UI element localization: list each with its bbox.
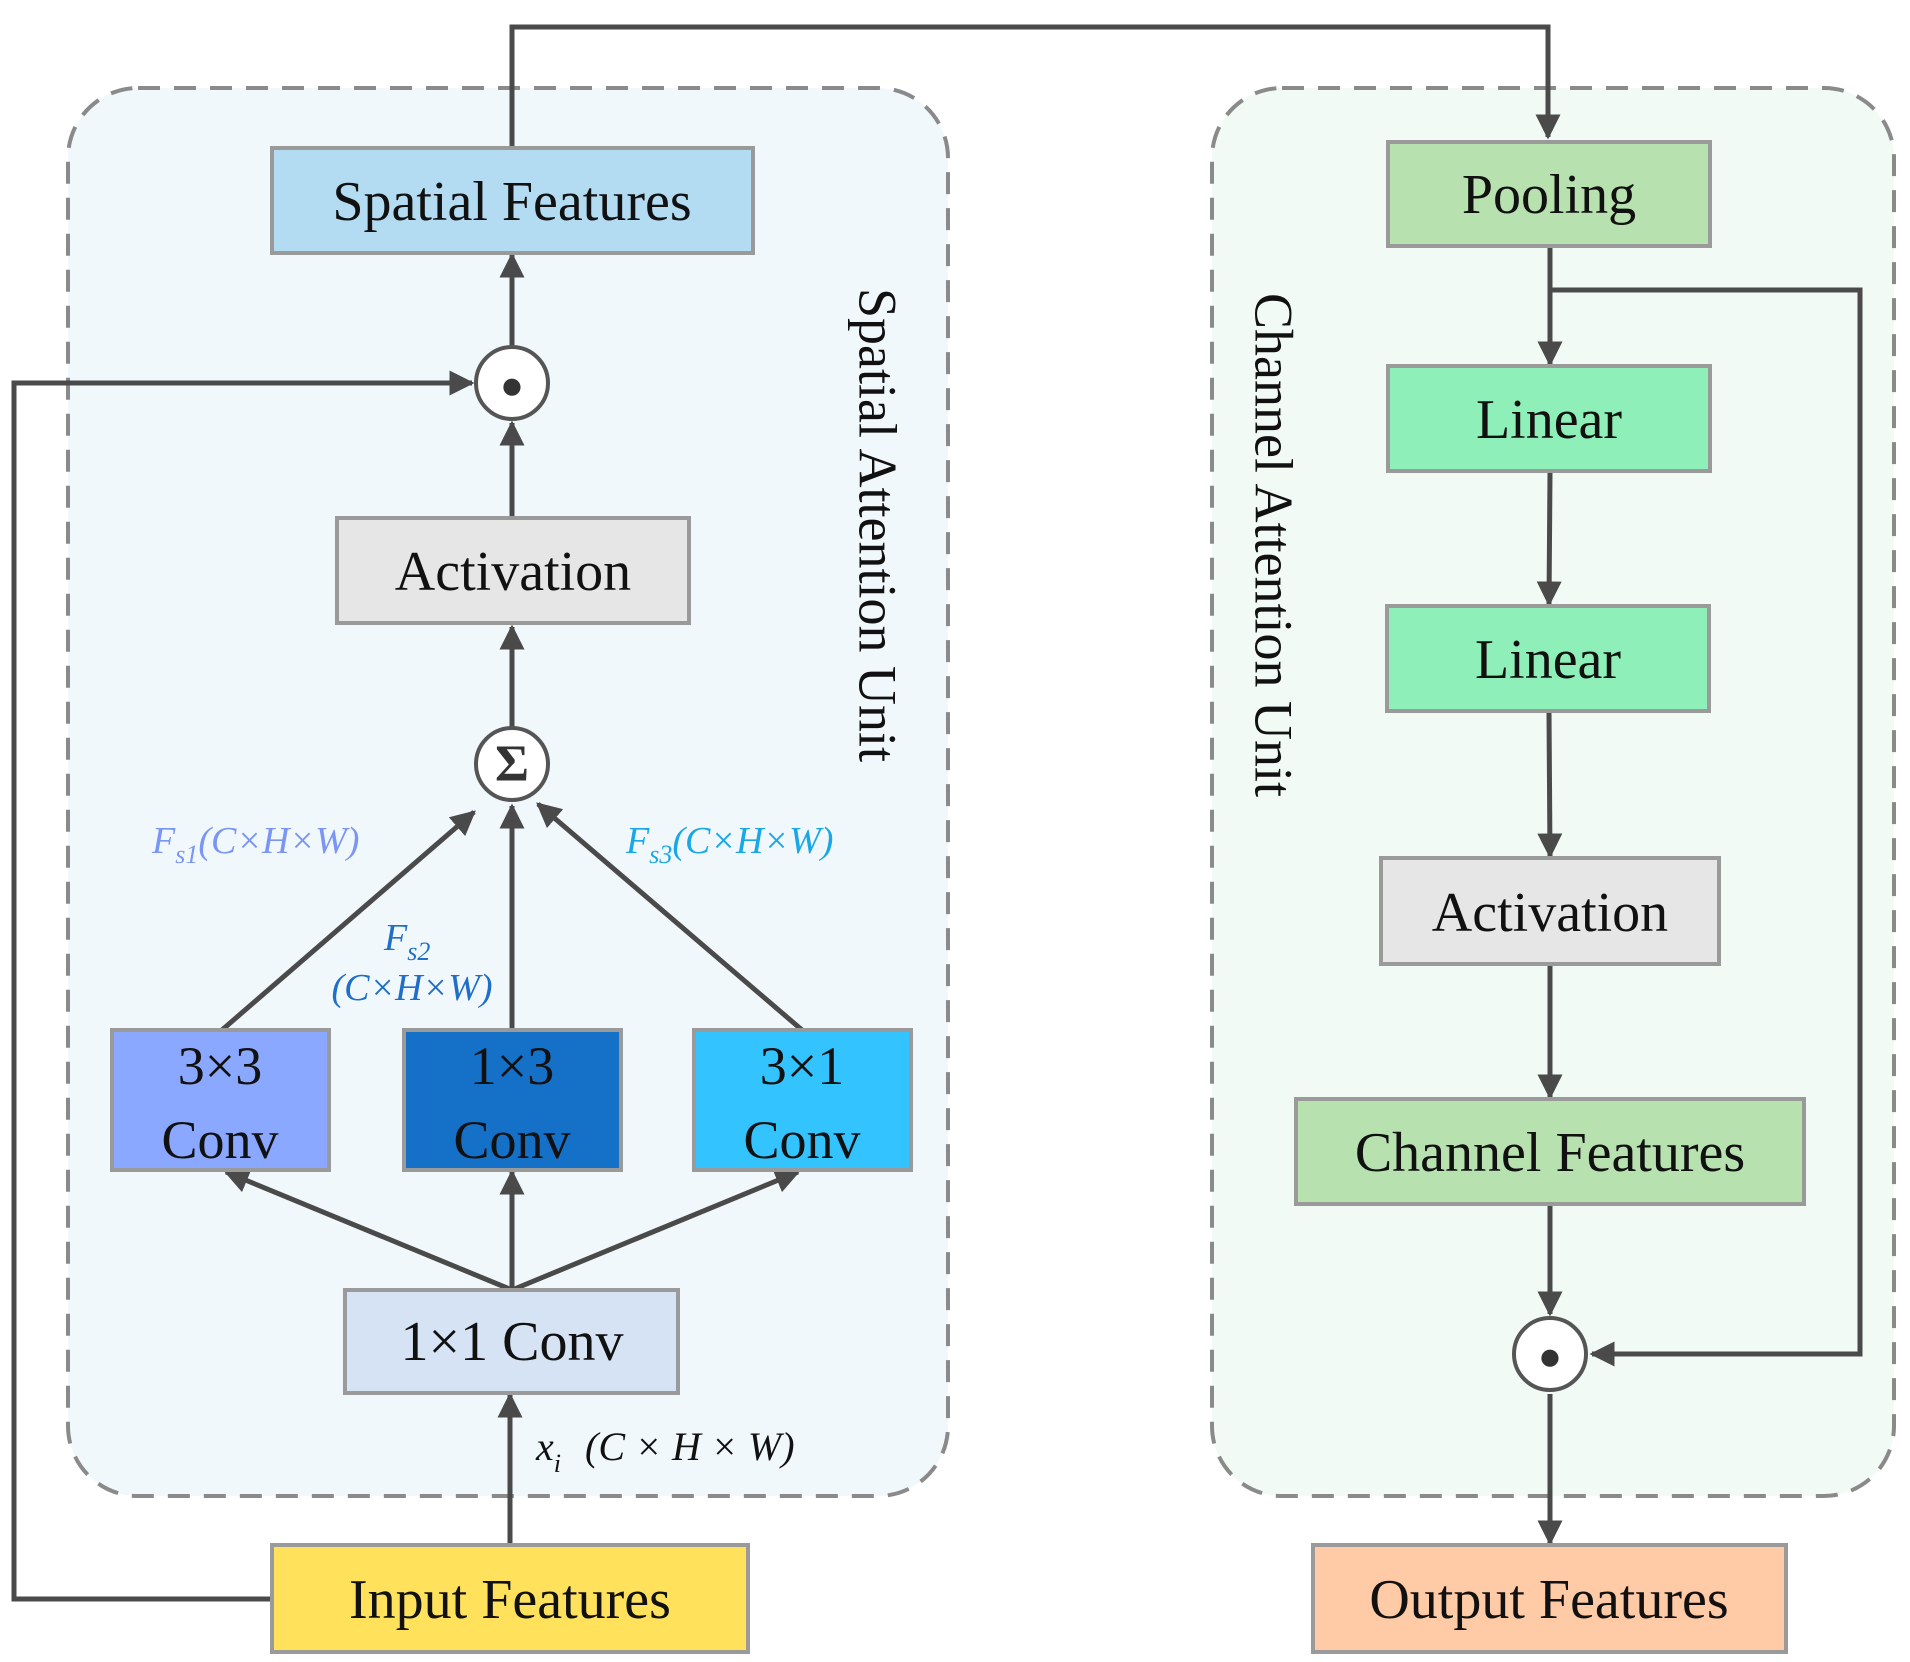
arrow-pooling-to-channel-multiply bbox=[1550, 287, 1863, 1367]
fs1-dims: (C×H×W) bbox=[198, 820, 359, 862]
linear2-box bbox=[1385, 604, 1711, 713]
pooling-node: Pooling bbox=[1386, 140, 1712, 248]
conv1x1-node: 1×1 Conv bbox=[343, 1288, 680, 1395]
xi-label: xi (C × H × W) bbox=[535, 1424, 795, 1478]
arrow-linear2-to-activation bbox=[1537, 712, 1563, 859]
input-features-label: Input Features bbox=[349, 1569, 671, 1631]
spatial-features-node: Spatial Features bbox=[270, 146, 755, 255]
xi-sub: i bbox=[554, 1449, 561, 1478]
fs3-label: Fs3(C×H×W) bbox=[625, 820, 833, 869]
fs2-sub: s2 bbox=[407, 937, 430, 966]
linear1-label: Linear bbox=[1476, 389, 1622, 451]
channel-features-node: Channel Features bbox=[1294, 1097, 1806, 1206]
conv3x3-node: 3×3 Conv bbox=[110, 1028, 331, 1172]
conv1x1-box bbox=[343, 1288, 680, 1395]
output-features-node: Output Features bbox=[1311, 1543, 1788, 1654]
linear1-box bbox=[1386, 364, 1712, 473]
conv3x3-line1: 3×3 bbox=[178, 1036, 262, 1096]
arrow-conv1x1-to-conv3x3 bbox=[223, 1169, 513, 1293]
spatial-multiply-symbol: ● bbox=[500, 363, 524, 408]
fs2-dims: (C×H×W) bbox=[331, 967, 492, 1009]
channel-features-label: Channel Features bbox=[1355, 1122, 1745, 1184]
input-features-box bbox=[270, 1543, 750, 1654]
spatial-activation-node: Activation bbox=[335, 516, 691, 625]
channel-activation-box bbox=[1379, 856, 1721, 966]
pooling-label: Pooling bbox=[1462, 164, 1636, 226]
channel-multiply-symbol: ● bbox=[1538, 1334, 1562, 1379]
xi-base: x bbox=[535, 1424, 554, 1469]
channel-attention-panel bbox=[1210, 86, 1896, 1498]
conv3x3-line2: Conv bbox=[161, 1110, 278, 1170]
spatial-multiply-node: ● bbox=[474, 345, 550, 421]
arrow-input-to-spatial-multiply bbox=[11, 370, 475, 1602]
fs2-base: F bbox=[383, 917, 408, 959]
fs3-dims: (C×H×W) bbox=[672, 820, 833, 862]
channel-features-box bbox=[1294, 1097, 1806, 1206]
arrow-conv3x1-to-sum bbox=[536, 802, 804, 1032]
output-features-box bbox=[1311, 1543, 1788, 1654]
output-features-label: Output Features bbox=[1369, 1569, 1728, 1631]
arrow-conv3x3-to-sum bbox=[220, 810, 476, 1032]
conv1x3-box bbox=[402, 1028, 623, 1172]
spatial-activation-label: Activation bbox=[395, 541, 631, 603]
spatial-features-label: Spatial Features bbox=[332, 171, 691, 233]
sum-node: Σ bbox=[474, 726, 550, 802]
conv1x3-line2: Conv bbox=[453, 1110, 570, 1170]
conv3x3-box bbox=[110, 1028, 331, 1172]
connectors bbox=[11, 24, 1863, 1602]
conv3x1-line1: 3×1 bbox=[760, 1036, 844, 1096]
linear1-node: Linear bbox=[1386, 364, 1712, 473]
conv3x1-box bbox=[692, 1028, 913, 1172]
fs2-label: Fs2 bbox=[383, 917, 430, 966]
fs3-base: F bbox=[625, 820, 650, 862]
fs1-sub: s1 bbox=[175, 840, 198, 869]
channel-activation-node: Activation bbox=[1379, 856, 1721, 966]
pooling-box bbox=[1386, 140, 1712, 248]
conv3x1-line2: Conv bbox=[743, 1110, 860, 1170]
spatial-unit-title: Spatial Attention Unit bbox=[848, 288, 908, 762]
channel-multiply-node: ● bbox=[1512, 1316, 1588, 1392]
channel-unit-title: Channel Attention Unit bbox=[1244, 293, 1304, 797]
arrow-linear1-to-linear2 bbox=[1536, 472, 1562, 607]
linear2-label: Linear bbox=[1475, 629, 1621, 691]
spatial-multiply-circle bbox=[474, 345, 550, 421]
linear2-node: Linear bbox=[1385, 604, 1711, 713]
fs3-sub: s3 bbox=[649, 840, 672, 869]
channel-multiply-circle bbox=[1512, 1316, 1588, 1392]
sum-symbol: Σ bbox=[495, 736, 529, 793]
conv1x3-node: 1×3 Conv bbox=[402, 1028, 623, 1172]
channel-activation-label: Activation bbox=[1432, 882, 1668, 944]
spatial-features-box bbox=[270, 146, 755, 255]
conv3x1-node: 3×1 Conv bbox=[692, 1028, 913, 1172]
fs1-base: F bbox=[151, 820, 176, 862]
spatial-activation-box bbox=[335, 516, 691, 625]
xi-dims: (C × H × W) bbox=[585, 1424, 795, 1469]
input-features-node: Input Features bbox=[270, 1543, 750, 1654]
arrow-spatial-to-pooling bbox=[509, 24, 1561, 150]
conv1x3-line1: 1×3 bbox=[470, 1036, 554, 1096]
conv1x1-label: 1×1 Conv bbox=[401, 1311, 624, 1373]
arrow-conv1x1-to-conv3x1 bbox=[511, 1169, 801, 1293]
fs1-label: Fs1(C×H×W) bbox=[151, 820, 359, 869]
sum-circle bbox=[474, 726, 550, 802]
